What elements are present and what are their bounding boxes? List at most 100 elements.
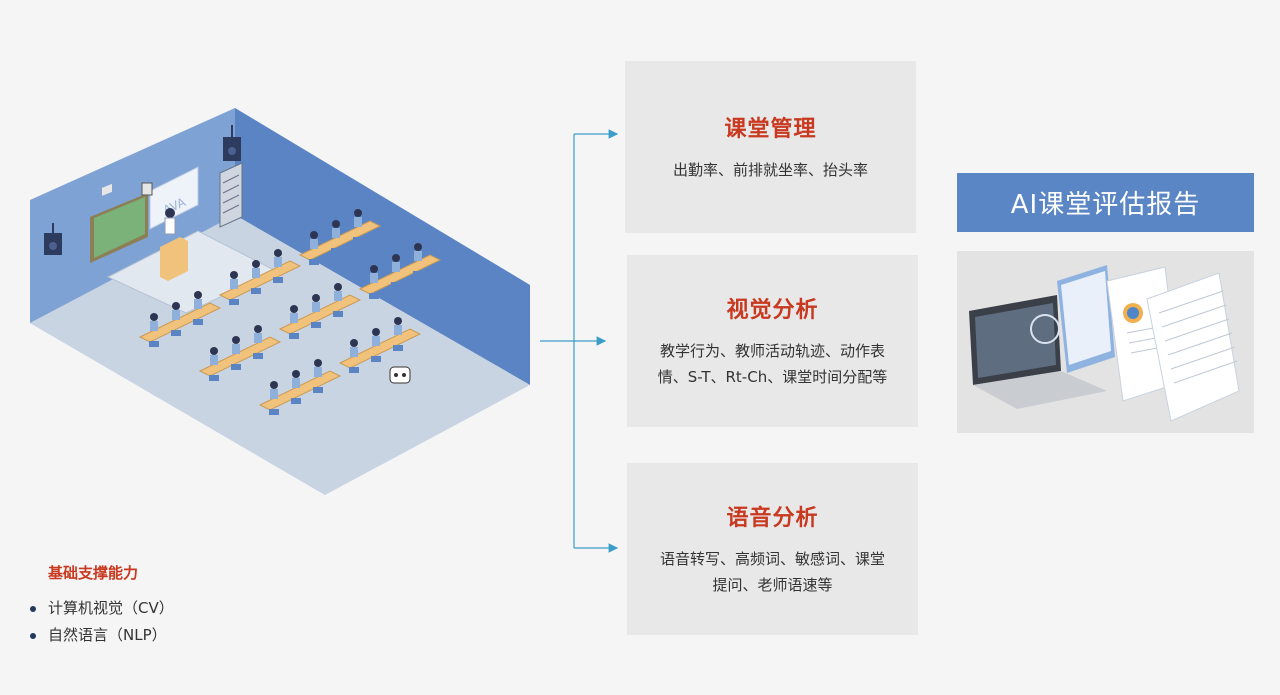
student-chair <box>231 364 241 370</box>
student-desks <box>138 209 442 415</box>
student-desk <box>278 294 362 335</box>
student-figure <box>230 271 238 279</box>
box-title: 视觉分析 <box>726 298 819 323</box>
student-figure <box>392 262 400 272</box>
student-desk <box>258 370 342 411</box>
speaker-icon <box>44 223 62 255</box>
student-chair <box>171 330 181 336</box>
student-figure <box>254 325 262 333</box>
student-figure <box>350 347 358 357</box>
student-figure <box>312 294 320 302</box>
student-figure <box>292 378 300 388</box>
student-figure <box>274 257 282 267</box>
box-desc-line: 提问、老师语速等 <box>712 576 833 594</box>
student-chair <box>333 311 343 317</box>
student-figure <box>314 359 322 367</box>
server-rack-icon <box>219 162 243 228</box>
robot-icon <box>389 366 411 384</box>
student-figure <box>290 313 298 323</box>
student-figure <box>172 310 180 320</box>
student-figure <box>172 302 180 310</box>
student-chair <box>391 282 401 288</box>
student-figure <box>354 217 362 227</box>
student-figure <box>394 325 402 335</box>
student-desk <box>218 260 302 301</box>
report-title: AI课堂评估报告 <box>957 173 1254 232</box>
student-figure <box>332 220 340 228</box>
report-sheet-icon <box>1146 272 1240 422</box>
foundation-item-label: 计算机视觉（CV） <box>48 599 174 617</box>
student-desk <box>358 254 442 295</box>
student-figure <box>274 249 282 257</box>
student-figure <box>254 333 262 343</box>
student-chair <box>269 409 279 415</box>
student-chair <box>253 353 263 359</box>
student-figure <box>252 268 260 278</box>
speech-analysis-box: 语音分析 语音转写、高频词、敏感词、课堂 提问、老师语速等 <box>627 463 918 635</box>
box-desc-line: 出勤率、前排就坐率、抬头率 <box>672 161 868 179</box>
student-figure <box>292 370 300 378</box>
student-figure <box>394 317 402 325</box>
bullet-dot-icon <box>30 605 36 612</box>
student-chair <box>291 398 301 404</box>
student-desk <box>198 336 282 377</box>
student-figure <box>150 321 158 331</box>
student-figure <box>392 254 400 262</box>
box-title: 课堂管理 <box>724 117 817 142</box>
student-chair <box>371 356 381 362</box>
laptop-icon <box>969 295 1107 409</box>
student-figure <box>194 291 202 299</box>
class-management-box: 课堂管理 出勤率、前排就坐率、抬头率 <box>625 61 916 233</box>
box-desc-line: 情、S-T、Rt-Ch、课堂时间分配等 <box>657 368 888 386</box>
box-desc-line: 教学行为、教师活动轨迹、动作表 <box>659 342 885 360</box>
student-desk <box>138 302 222 343</box>
student-figure <box>414 243 422 251</box>
student-figure <box>310 231 318 239</box>
speaker-icon <box>223 125 241 161</box>
student-chair <box>209 375 219 381</box>
student-chair <box>393 345 403 351</box>
student-figure <box>370 265 378 273</box>
student-chair <box>413 271 423 277</box>
student-figure <box>372 328 380 336</box>
foundation-title: 基础支撑能力 <box>48 564 139 582</box>
student-figure <box>230 279 238 289</box>
student-chair <box>311 322 321 328</box>
student-figure <box>270 389 278 399</box>
student-figure <box>332 228 340 238</box>
student-desk <box>298 220 382 261</box>
student-figure <box>372 336 380 346</box>
student-chair <box>353 237 363 243</box>
student-figure <box>414 251 422 261</box>
report-preview-image <box>957 251 1254 433</box>
report-sheet-icon <box>1057 265 1115 373</box>
list-item: 计算机视觉（CV） <box>30 595 174 622</box>
classroom-right-wall <box>235 108 530 385</box>
foundation-capabilities: 基础支撑能力 计算机视觉（CV） 自然语言（NLP） <box>30 562 174 649</box>
visual-analysis-box: 视觉分析 教学行为、教师活动轨迹、动作表 情、S-T、Rt-Ch、课堂时间分配等 <box>627 255 918 427</box>
student-figure <box>370 273 378 283</box>
student-chair <box>149 341 159 347</box>
student-figure <box>252 260 260 268</box>
student-figure <box>314 367 322 377</box>
student-chair <box>193 319 203 325</box>
student-figure <box>232 336 240 344</box>
student-chair <box>369 293 379 299</box>
classroom-illustration: AVA <box>30 108 530 495</box>
bulletin-board <box>90 183 148 263</box>
student-figure <box>290 305 298 313</box>
list-item: 自然语言（NLP） <box>30 622 174 649</box>
teacher-podium <box>160 208 188 281</box>
student-figure <box>312 302 320 312</box>
student-figure <box>210 347 218 355</box>
student-figure <box>354 209 362 217</box>
student-chair <box>331 248 341 254</box>
student-figure <box>270 381 278 389</box>
student-chair <box>251 288 261 294</box>
student-figure <box>232 344 240 354</box>
student-figure <box>334 291 342 301</box>
camera-icon <box>141 182 153 196</box>
box-desc-line: 语音转写、高频词、敏感词、课堂 <box>659 550 885 568</box>
student-figure <box>194 299 202 309</box>
student-chair <box>349 367 359 373</box>
